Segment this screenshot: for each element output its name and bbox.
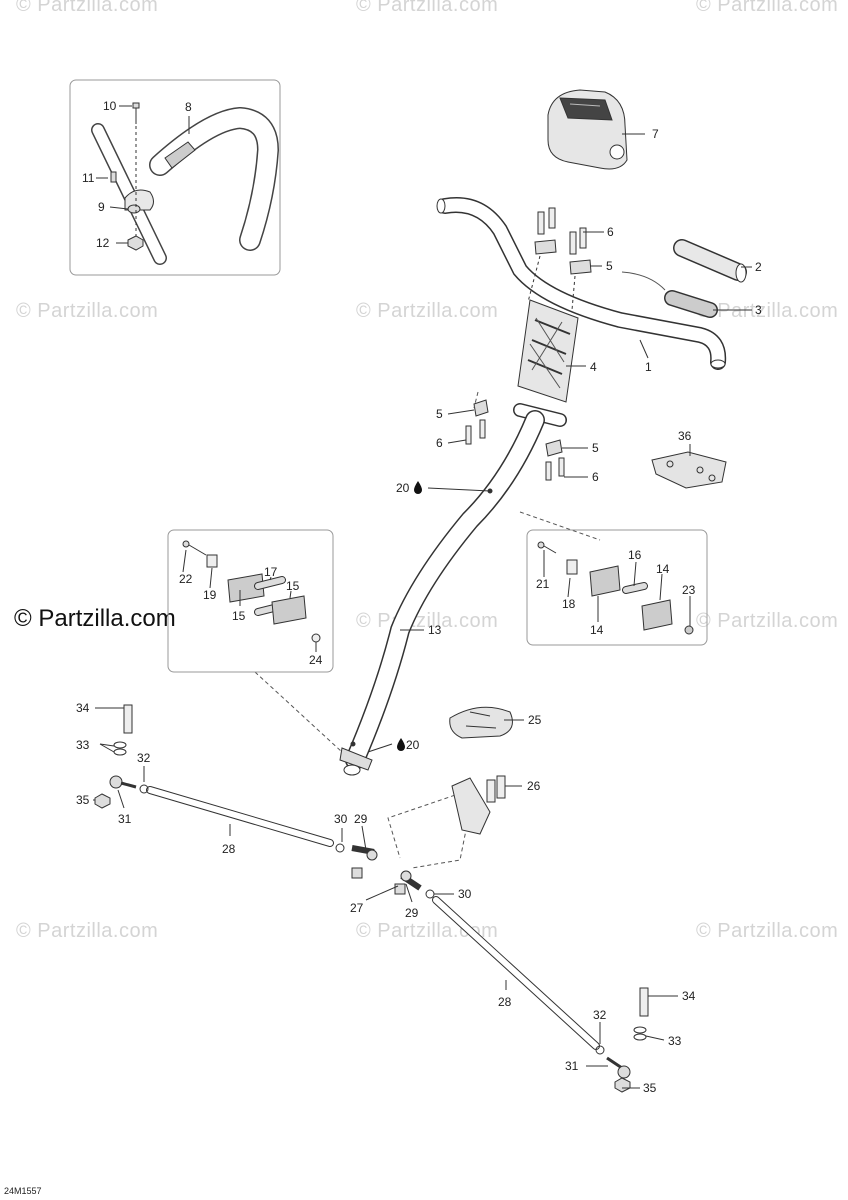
callout-5: 5 <box>606 259 613 273</box>
callout-17: 17 <box>264 565 278 579</box>
callout-36: 36 <box>678 429 692 443</box>
watermark: © Partzilla.com <box>696 300 839 322</box>
callout-25: 25 <box>528 713 542 727</box>
part-4-riser <box>517 299 579 403</box>
callout-13: 13 <box>428 623 442 637</box>
callout-6: 6 <box>607 225 614 239</box>
brand-label: © Partzilla.com <box>14 605 176 632</box>
inset-right-bushing-group <box>526 529 708 646</box>
callout-14: 14 <box>656 562 670 576</box>
top-clamps <box>527 207 592 311</box>
callout-27: 27 <box>350 901 364 915</box>
part-28-tie-rod-right <box>351 867 649 1093</box>
callout-23: 23 <box>682 583 696 597</box>
part-26-bracket <box>451 775 506 835</box>
oil-drop-icon <box>414 481 422 494</box>
callout-34: 34 <box>682 989 696 1003</box>
callout-32: 32 <box>137 751 151 765</box>
callout-15: 15 <box>232 609 246 623</box>
leader-lines <box>93 105 752 1089</box>
callout-35: 35 <box>643 1081 657 1095</box>
callout-30: 30 <box>334 812 348 826</box>
callout-29: 29 <box>354 812 368 826</box>
callout-22: 22 <box>179 572 193 586</box>
callout-19: 19 <box>203 588 217 602</box>
callout-34: 34 <box>76 701 90 715</box>
callout-10: 10 <box>103 99 117 113</box>
callout-5: 5 <box>436 407 443 421</box>
callout-30: 30 <box>458 887 472 901</box>
callout-26: 26 <box>527 779 541 793</box>
callout-33: 33 <box>668 1034 682 1048</box>
callout-12: 12 <box>96 236 110 250</box>
callout-20: 20 <box>396 481 410 495</box>
callout-28: 28 <box>222 842 236 856</box>
callout-7: 7 <box>652 127 659 141</box>
callout-14: 14 <box>590 623 604 637</box>
callout-16: 16 <box>628 548 642 562</box>
part-28-tie-rod-left <box>94 704 378 861</box>
callout-6: 6 <box>592 470 599 484</box>
part-1-handlebar <box>436 197 727 370</box>
callout-20: 20 <box>406 738 420 752</box>
callout-15: 15 <box>286 579 300 593</box>
callout-18: 18 <box>562 597 576 611</box>
part-7-cover <box>547 89 628 170</box>
callout-35: 35 <box>76 793 90 807</box>
watermark: © Partzilla.com <box>16 0 159 16</box>
watermark: © Partzilla.com <box>16 300 159 322</box>
callout-11: 11 <box>82 171 95 185</box>
callout-8: 8 <box>185 100 192 114</box>
oil-drop-icon <box>397 738 405 751</box>
inset-clamp-group <box>69 79 281 276</box>
callout-labels: 1 2 3 4 5 5 5 6 6 6 7 8 9 10 11 12 13 14… <box>76 99 762 1095</box>
watermark: © Partzilla.com <box>696 920 839 942</box>
callout-33: 33 <box>76 738 90 752</box>
callout-31: 31 <box>118 812 132 826</box>
part-25-plate <box>449 706 513 739</box>
callout-28: 28 <box>498 995 512 1009</box>
reference-code: 24M1557 <box>4 1186 42 1196</box>
callout-4: 4 <box>590 360 597 374</box>
callout-3: 3 <box>755 303 762 317</box>
part-36-plate <box>651 451 727 489</box>
watermark: © Partzilla.com <box>16 920 159 942</box>
callout-24: 24 <box>309 653 323 667</box>
callout-1: 1 <box>645 360 652 374</box>
watermark: © Partzilla.com <box>696 0 839 16</box>
watermark: © Partzilla.com <box>356 300 499 322</box>
lower-clamps <box>465 399 565 481</box>
part-2-grip <box>673 239 747 283</box>
callout-6: 6 <box>436 436 443 450</box>
callout-29: 29 <box>405 906 419 920</box>
inset-left-bushing-group <box>167 529 334 673</box>
callout-21: 21 <box>536 577 550 591</box>
part-13-steering-column <box>339 403 567 776</box>
callout-2: 2 <box>755 260 762 274</box>
watermark: © Partzilla.com <box>696 610 839 632</box>
callout-32: 32 <box>593 1008 607 1022</box>
callout-9: 9 <box>98 200 105 214</box>
callout-31: 31 <box>565 1059 579 1073</box>
part-3-grip <box>621 271 718 318</box>
callout-5: 5 <box>592 441 599 455</box>
watermark: © Partzilla.com <box>356 0 499 16</box>
